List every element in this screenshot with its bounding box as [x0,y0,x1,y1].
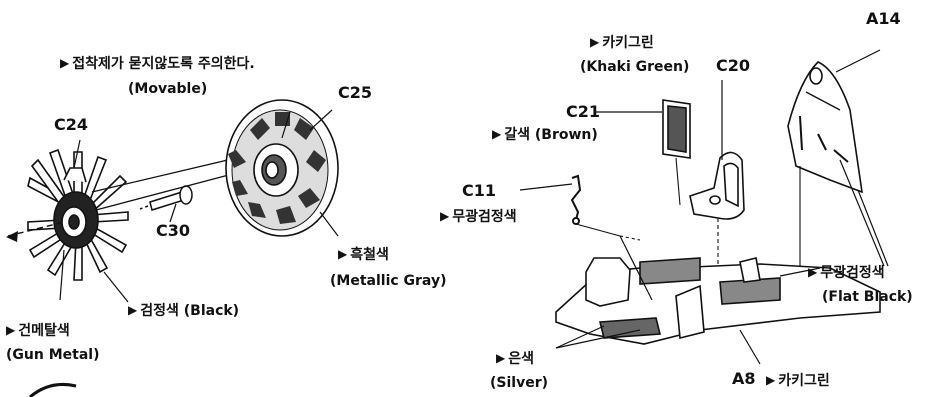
guide-line-bottom [95,171,241,211]
flat-black-kr-label-left: 무광검정색 [440,208,516,226]
part-label-a14: A14 [866,9,901,28]
plate-c21-drawing [662,99,691,206]
khaki-green-en-label: (Khaki Green) [580,59,690,75]
leader-lines-right [519,49,889,365]
part-label-c21: C21 [566,102,601,121]
khaki-green-kr-label: 카키그린 [590,34,654,52]
brown-label: 갈색 (Brown) [492,126,598,144]
black-label: 검정색 (Black) [128,302,239,320]
flywheel-c25-drawing [225,99,339,237]
part-label-c24: C24 [54,115,89,134]
metallic-gray-en-label: (Metallic Gray) [330,273,447,289]
gun-metal-en-label: (Gun Metal) [6,347,100,363]
floor-a8-drawing [555,257,881,345]
flat-black-kr-label-right: 무광검정색 [808,264,884,282]
leader-lines-left [59,109,339,303]
pipe-c11-drawing [570,174,641,241]
seat-c20-drawing [689,151,745,270]
silver-kr-label: 은색 [496,350,534,368]
adhesive-warning-label: 접착제가 묻지않도록 주의한다. [60,55,255,73]
part-label-a8: A8 [732,369,756,388]
left-direction-arrow [6,231,18,242]
a8-khaki-green-label: 카키그린 [766,372,830,390]
silver-en-label: (Silver) [490,375,549,391]
shaft-c30-drawing [139,185,193,211]
part-label-c30: C30 [156,221,191,240]
part-label-c11: C11 [462,181,497,200]
panel-a14-drawing [787,61,863,276]
metallic-gray-kr-label: 흑철색 [338,246,389,264]
part-label-c25: C25 [338,83,373,102]
part-label-c20: C20 [716,56,751,75]
gun-metal-kr-label: 건메탈색 [6,322,70,340]
page-corner-arc [29,382,77,397]
engine-c24-drawing [27,148,129,281]
flat-black-en-label: (Flat Black) [822,289,913,305]
movable-label: (Movable) [128,81,208,97]
